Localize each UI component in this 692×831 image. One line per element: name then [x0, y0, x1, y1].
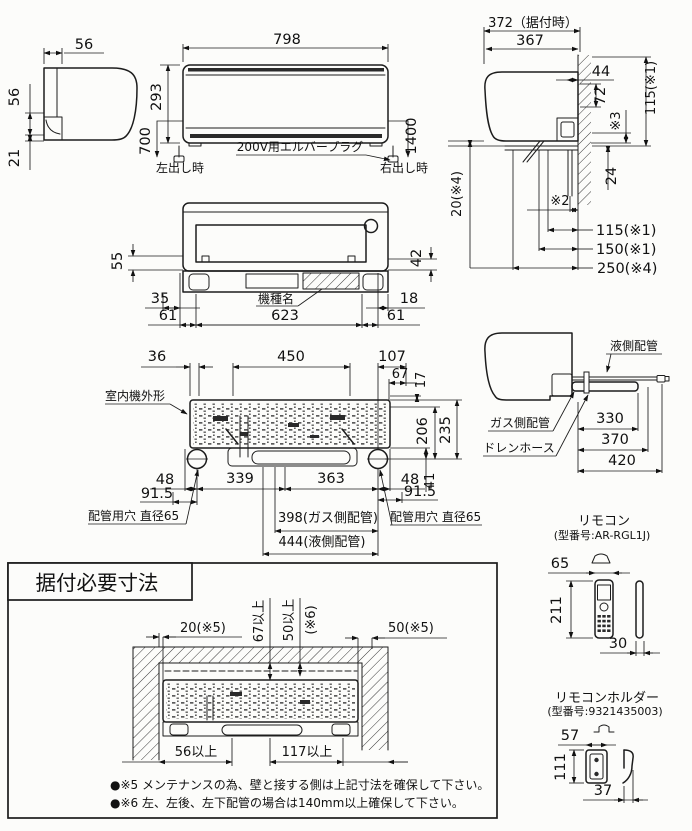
dim-41: 41 — [423, 473, 438, 490]
dim-420: 420 — [608, 453, 636, 469]
remote-title: リモコン — [578, 514, 630, 529]
dim-798: 798 — [273, 32, 301, 48]
dim-21: 21 — [7, 149, 23, 167]
dim-115-note1: 115(※1) — [596, 223, 656, 239]
dim-700: 700 — [138, 127, 154, 155]
remote-control-view: リモコン (型番号:AR-RGL1J) 65 211 30 — [548, 514, 660, 656]
label-pipe-hole-left: 配管用穴 直径65 — [88, 508, 179, 523]
dim-35: 35 — [151, 291, 169, 307]
dim-370: 370 — [601, 432, 629, 448]
dim-56-min: 56以上 — [175, 745, 218, 760]
dim-107: 107 — [378, 349, 406, 365]
remote-buttons — [597, 615, 611, 632]
label-pipe-hole-right: 配管用穴 直径65 — [390, 509, 481, 524]
holder-title: リモコンホルダー — [555, 691, 659, 706]
dim-50-min-note6: (※6) — [304, 605, 319, 634]
dim-50-min: 50以上 — [282, 599, 297, 642]
front-view: 798 293 700 左出し時 1400 右出し時 200V用エルバープラグ — [138, 32, 428, 175]
left-side-view: 56 56 21 — [7, 37, 138, 170]
dim-20-note4: 20(※4) — [450, 171, 465, 217]
dim-44: 44 — [592, 64, 610, 80]
dim-67: 67 — [392, 367, 409, 382]
dim-48-left: 48 — [156, 472, 174, 488]
label-indoor-unit-outline: 室内機外形 — [105, 388, 165, 403]
dim-91-5-left: 91.5 — [141, 486, 173, 502]
dim-67-min: 67以上 — [252, 600, 267, 643]
dim-235: 235 — [438, 416, 454, 444]
dim-61-right: 61 — [387, 308, 405, 324]
dim-367: 367 — [516, 33, 544, 49]
dim-24: 24 — [604, 167, 620, 185]
wall-plate-view: 室内機外形 36 450 107 67 17 206 235 — [88, 349, 482, 557]
dim-339: 339 — [226, 471, 254, 487]
dim-1400: 1400 — [404, 118, 420, 155]
dim-293: 293 — [149, 83, 165, 111]
piping-side-view: 液側配管 ガス側配管 ドレンホース 330 370 420 — [483, 332, 670, 474]
dim-211: 211 — [549, 596, 565, 624]
label-left-outlet: 左出し時 — [156, 160, 204, 175]
dim-117-min: 117以上 — [282, 745, 333, 760]
dim-56-top: 56 — [75, 37, 93, 53]
dim-50-note5-right: 50(※5) — [388, 621, 434, 636]
dim-450: 450 — [277, 349, 305, 365]
label-model-name: 機種名 — [258, 291, 294, 306]
dim-72: 72 — [593, 87, 609, 105]
dim-330: 330 — [596, 411, 624, 427]
dim-42: 42 — [409, 249, 425, 267]
dim-48-right: 48 — [401, 472, 419, 488]
dim-17: 17 — [414, 372, 429, 389]
dim-57: 57 — [561, 728, 579, 744]
remote-holder-view: リモコンホルダー (型番号:9321435003) 57 111 37 — [547, 691, 663, 803]
dim-372-installed: 372（据付時） — [488, 16, 578, 31]
dim-363: 363 — [317, 471, 345, 487]
dim-56-side: 56 — [7, 88, 23, 106]
dim-115-vertical: 115(※1) — [644, 61, 659, 115]
dim-note3: ※3 — [609, 111, 624, 130]
remote-model: (型番号:AR-RGL1J) — [554, 528, 651, 542]
right-side-installed-view: 372（据付時） 367 44 72 ※3 115(※1) 24 20(※4) — [448, 16, 659, 277]
label-right-outlet: 右出し時 — [380, 160, 428, 175]
dim-91-5-right: 91.5 — [404, 484, 436, 500]
dim-206: 206 — [415, 417, 431, 445]
dim-36: 36 — [148, 349, 166, 365]
dim-37: 37 — [594, 783, 612, 799]
note-6: ●※6 左、左後、左下配管の場合は140mm以上確保して下さい。 — [110, 795, 464, 810]
dim-18: 18 — [400, 291, 418, 307]
install-box-title: 据付必要寸法 — [36, 571, 159, 595]
dim-65: 65 — [551, 556, 569, 572]
note-5: ●※5 メンテナンスの為、壁と接する側は上記寸法を確保して下さい。 — [110, 777, 489, 792]
dim-30: 30 — [609, 636, 627, 652]
installation-clearance-box: 据付必要寸法 20(※5) 67以上 50以上 — [7, 562, 498, 819]
bottom-view: 機種名 55 42 35 18 61 623 61 — [110, 202, 437, 328]
dim-250-note4: 250(※4) — [597, 261, 657, 277]
dim-398-gas: 398(ガス側配管) — [278, 511, 378, 526]
label-200v-plug: 200V用エルバープラグ — [237, 140, 363, 154]
dim-61-left: 61 — [159, 308, 177, 324]
dim-111: 111 — [553, 753, 569, 781]
dim-444-liquid: 444(液側配管) — [279, 535, 366, 550]
dim-note2: ※2 — [550, 194, 569, 209]
label-liquid-pipe: 液側配管 — [610, 338, 658, 353]
label-drain-hose: ドレンホース — [483, 441, 554, 455]
dim-20-note5: 20(※5) — [180, 621, 226, 636]
dim-55: 55 — [110, 252, 126, 270]
holder-model: (型番号:9321435003) — [547, 704, 662, 718]
label-gas-pipe: ガス側配管 — [490, 415, 550, 430]
dim-150-note1: 150(※1) — [596, 242, 656, 258]
dim-623: 623 — [271, 308, 299, 324]
